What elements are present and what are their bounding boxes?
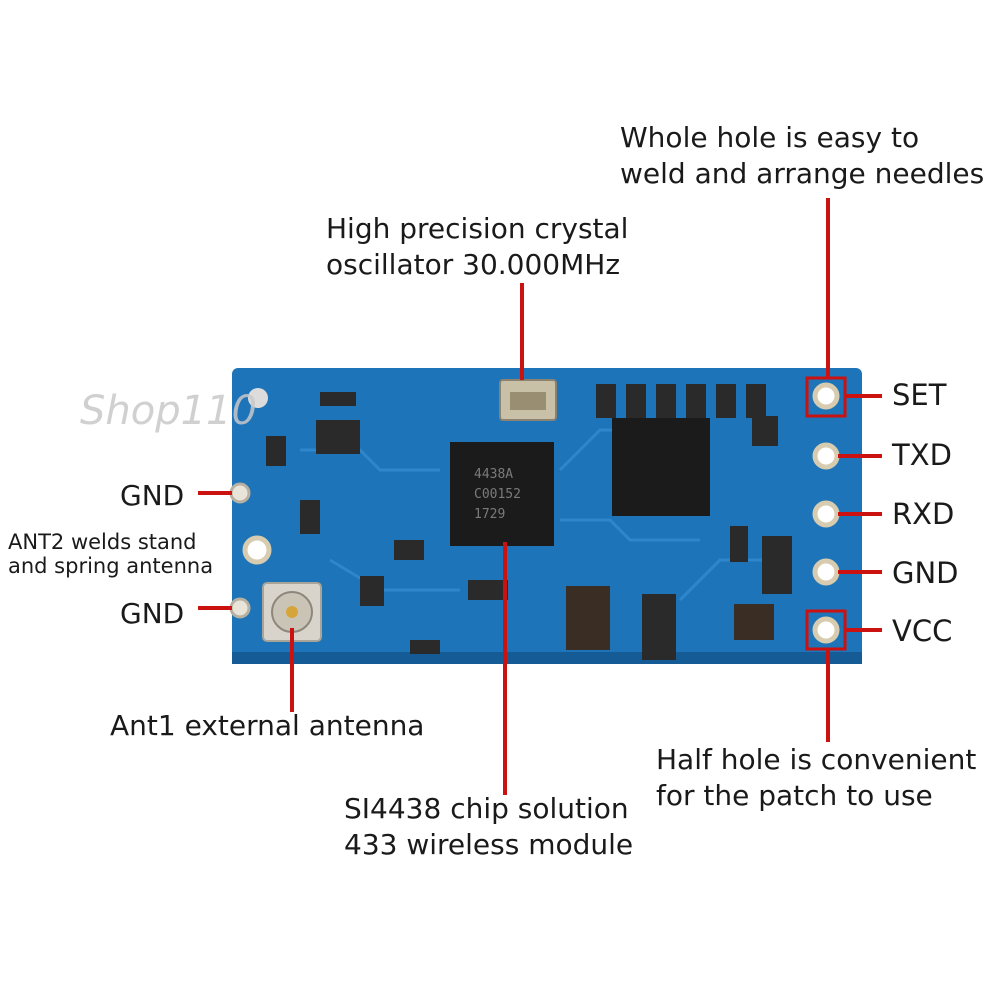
chip-line-3: 1729 [474,507,505,522]
pin-pads [812,382,840,644]
pin-label-gnd: GND [892,556,959,590]
crystal-caption-2: oscillator 30.000MHz [326,248,621,281]
smd-components [266,384,792,660]
watermark: Shop110 [80,388,257,434]
pin-label-txd: TXD [892,438,952,472]
mcu-chip [612,418,710,516]
pin-label-rxd: RXD [892,497,955,531]
mount-hole-pad-ant2 [242,535,272,565]
half-hole-caption-1: Half hole is convenient [656,743,977,776]
pcb-edge [232,652,862,664]
gnd-top-label: GND [120,479,185,512]
pin-label-set: SET [892,378,947,412]
mount-hole-pad-gnd-top [229,482,251,504]
crystal-caption-1: High precision crystal [326,212,629,245]
gnd-bottom-label: GND [120,597,185,630]
ant2-caption-2: and spring antenna [8,554,214,578]
ant1-caption: Ant1 external antenna [110,709,425,742]
si4438-chip [450,442,554,546]
mount-hole-pad-gnd-bottom [229,597,251,619]
whole-hole-caption-1: Whole hole is easy to [620,121,920,154]
mount-hole [248,388,268,408]
chip-caption-1: SI4438 chip solution [344,792,629,825]
pin-label-vcc: VCC [892,614,953,648]
ant2-caption-1: ANT2 welds stand [8,530,197,554]
half-hole-caption-2: for the patch to use [656,779,933,812]
whole-hole-caption-2: weld and arrange needles [620,157,985,190]
chip-caption-2: 433 wireless module [344,828,634,861]
chip-line-1: 4438A [474,467,513,482]
chip-line-2: C00152 [474,487,521,502]
callout-lines [198,198,882,795]
